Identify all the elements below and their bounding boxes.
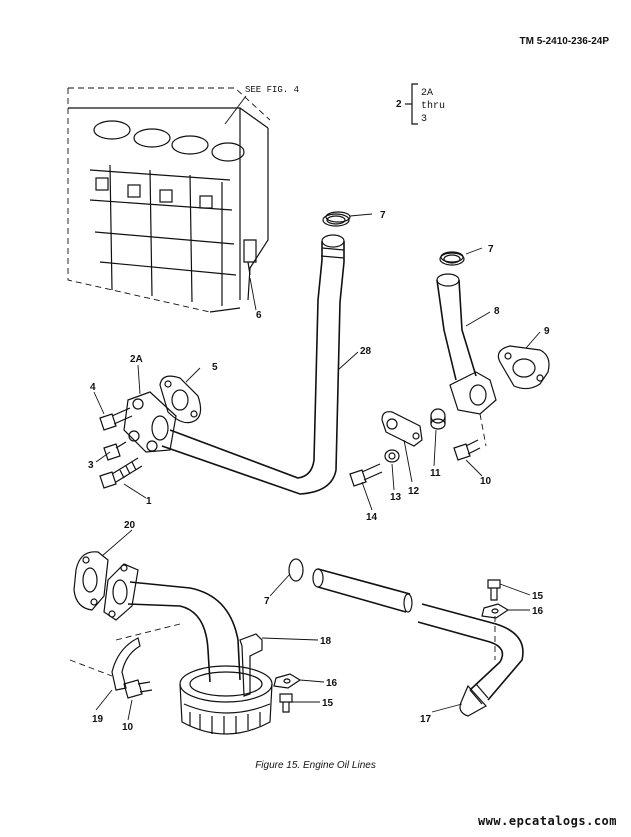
callout-15-lower: 15 <box>322 698 334 709</box>
o-ring-7-right <box>440 251 464 263</box>
callout-14: 14 <box>366 512 378 523</box>
callout-4: 4 <box>90 382 96 393</box>
callout-2a: 2A <box>130 354 143 365</box>
callout-2: 2 <box>396 99 402 110</box>
callout-16-lower: 16 <box>326 678 338 689</box>
clip-19 <box>69 623 181 691</box>
gasket-20 <box>73 551 109 611</box>
o-ring-7-upper <box>325 211 351 223</box>
washer-16-lower <box>273 673 302 689</box>
callout-3: 3 <box>88 460 94 471</box>
oil-strainer <box>179 665 273 735</box>
callout-13: 13 <box>390 492 402 503</box>
callout-18: 18 <box>320 636 332 647</box>
callout-7-lower: 7 <box>264 596 270 607</box>
bolt-14 <box>349 463 383 487</box>
callout-7-right: 7 <box>488 244 494 255</box>
callout-7-upper: 7 <box>380 210 386 221</box>
bolt-15-lower <box>279 693 293 713</box>
clamp-12 <box>381 411 423 447</box>
flange-2a <box>123 391 177 453</box>
gasket-9 <box>497 345 550 390</box>
suction-tube <box>127 581 241 683</box>
callout-8: 8 <box>494 306 500 317</box>
washer-3 <box>103 441 127 461</box>
bracket-line-1: 2A <box>421 88 433 99</box>
callout-17: 17 <box>420 714 432 725</box>
callout-5: 5 <box>212 362 218 373</box>
callout-15-right: 15 <box>532 591 544 602</box>
callout-20: 20 <box>124 520 136 531</box>
suction-tube-flange <box>103 563 139 621</box>
bracket-18 <box>239 633 263 697</box>
bolt-15-right <box>487 579 501 601</box>
gasket-5 <box>159 375 202 424</box>
washer-13 <box>384 449 400 463</box>
o-ring-7-lower <box>288 558 304 582</box>
bolt-10-lower <box>123 679 153 699</box>
bolt-10-upper <box>453 439 481 461</box>
leader-see-fig <box>224 95 247 125</box>
callout-6: 6 <box>256 310 262 321</box>
callout-11: 11 <box>430 468 441 479</box>
oil-tube-28 <box>161 213 350 495</box>
callout-19: 19 <box>92 714 104 725</box>
engine-block <box>67 87 271 313</box>
spacer-11 <box>430 408 446 430</box>
washer-16-right <box>481 603 510 619</box>
hidden-line-flange <box>479 413 487 447</box>
bracket-box <box>405 83 418 125</box>
watermark: www.epcatalogs.com <box>477 814 617 828</box>
bracket-line-2: thru <box>421 100 445 112</box>
bolt-4 <box>99 407 133 431</box>
callout-1: 1 <box>146 496 152 507</box>
callout-28: 28 <box>360 346 372 357</box>
oil-tube-8 <box>436 252 497 415</box>
callout-9: 9 <box>544 326 550 337</box>
bracket-line-3: 3 <box>421 114 427 125</box>
oil-tube-lower-left <box>312 568 413 613</box>
callout-10-lower: 10 <box>122 722 134 733</box>
leader-lines <box>93 213 541 721</box>
callout-12: 12 <box>408 486 420 497</box>
tm-number: TM 5-2410-236-24P <box>519 36 610 47</box>
bolt-1 <box>99 457 143 489</box>
see-fig-reference: SEE FIG. 4 <box>245 85 299 95</box>
callout-10-upper: 10 <box>480 476 492 487</box>
callout-16-right: 16 <box>532 606 544 617</box>
oil-tube-17 <box>417 603 524 717</box>
figure-caption: Figure 15. Engine Oil Lines <box>255 760 376 771</box>
